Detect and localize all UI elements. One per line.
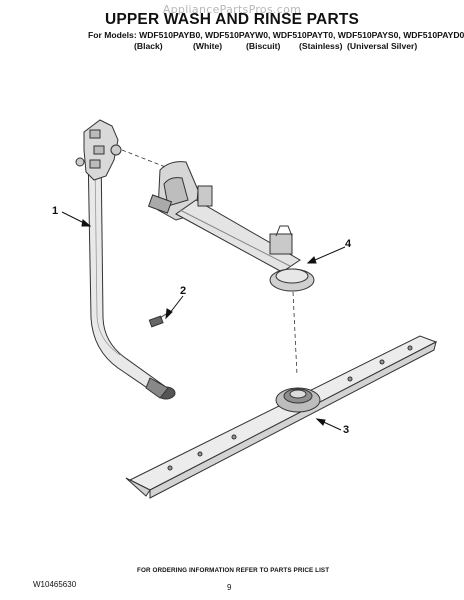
color-label-black: (Black) bbox=[134, 41, 163, 51]
page-title: UPPER WASH AND RINSE PARTS bbox=[104, 11, 360, 28]
assembly-line-a bbox=[121, 149, 169, 169]
color-label-stainless: (Stainless) bbox=[299, 41, 343, 51]
color-labels: (Black) (White) (Biscuit) (Stainless) (U… bbox=[0, 41, 464, 53]
models-line: For Models: WDF510PAYB0, WDF510PAYW0, WD… bbox=[88, 30, 464, 40]
spray-manifold-part bbox=[147, 161, 315, 292]
document-number: W10465630 bbox=[33, 580, 77, 589]
supply-tube-part bbox=[75, 119, 176, 400]
screw-part bbox=[148, 313, 167, 328]
ordering-note: FOR ORDERING INFORMATION REFER TO PARTS … bbox=[137, 567, 330, 574]
callout-3: 3 bbox=[343, 424, 350, 436]
callout-4: 4 bbox=[345, 238, 352, 250]
spray-arm-part bbox=[125, 335, 438, 499]
page-number: 9 bbox=[227, 583, 232, 592]
callout-1: 1 bbox=[52, 205, 59, 217]
callout-2: 2 bbox=[180, 285, 187, 297]
leader-lines bbox=[61, 211, 346, 431]
color-label-biscuit: (Biscuit) bbox=[246, 41, 281, 51]
assembly-line-b bbox=[292, 291, 298, 376]
watermark: AppliancePartsPros.com bbox=[162, 3, 302, 16]
color-label-white: (White) bbox=[193, 41, 223, 51]
color-label-universal-silver: (Universal Silver) bbox=[347, 41, 418, 51]
